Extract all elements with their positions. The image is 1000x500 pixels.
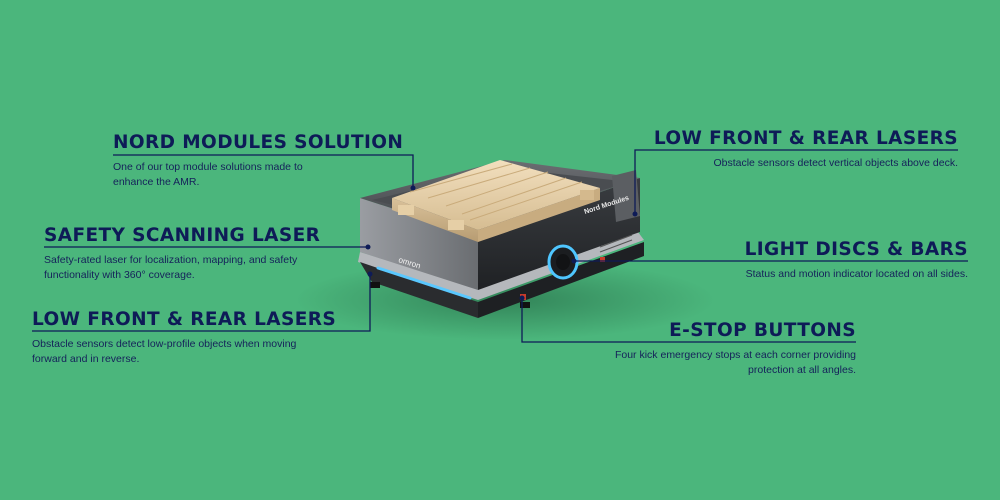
callout-description: Obstacle sensors detect vertical objects…	[713, 157, 958, 169]
side-vent-1	[599, 234, 633, 248]
callout-title: E-STOP BUTTONS	[669, 320, 856, 341]
callout-title: NORD MODULES SOLUTION	[113, 132, 404, 153]
light-disc-center	[556, 254, 570, 270]
leader-low-left	[32, 274, 371, 332]
wheel-front-right	[520, 302, 530, 308]
body-side-face	[478, 178, 640, 290]
leader-low-right	[634, 149, 958, 214]
leader-dots	[365, 185, 638, 301]
callout-title: SAFETY SCANNING LASER	[44, 225, 321, 246]
callout-description: Status and motion indicator located on a…	[745, 268, 968, 280]
callout-title: LOW FRONT & REAR LASERS	[653, 128, 958, 149]
rear-tower	[612, 170, 640, 222]
front-light-bar	[376, 266, 472, 300]
callout-description: Safety-rated laser for localization, map…	[44, 254, 298, 281]
wheel-front-left	[370, 282, 380, 288]
callout-low-lasers-right: LOW FRONT & REAR LASERS Obstacle sensors…	[650, 128, 958, 171]
wooden-pallet	[392, 160, 600, 242]
callout-safety-laser: SAFETY SCANNING LASER Safety-rated laser…	[44, 225, 334, 283]
leader-estop	[521, 298, 856, 343]
callout-nord-modules: NORD MODULES SOLUTION One of our top mod…	[113, 132, 404, 190]
body-front-face	[360, 198, 478, 290]
callout-title: LOW FRONT & REAR LASERS	[32, 309, 337, 330]
base-front-bottom	[360, 262, 478, 318]
callout-title: LIGHT DISCS & BARS	[744, 239, 968, 260]
callout-low-lasers-left: LOW FRONT & REAR LASERS Obstacle sensors…	[32, 309, 337, 367]
callout-estop: E-STOP BUTTONS Four kick emergency stops…	[576, 320, 856, 378]
callout-description: One of our top module solutions made to …	[113, 161, 303, 188]
side-vent-2	[599, 239, 633, 253]
callout-description: Four kick emergency stops at each corner…	[614, 349, 856, 376]
leader-nord	[113, 154, 414, 188]
callout-description: Obstacle sensors detect low-profile obje…	[32, 338, 297, 365]
leader-lines	[32, 149, 968, 343]
estop-button-right	[600, 257, 605, 262]
skirt-band	[358, 232, 644, 300]
callout-light-discs: LIGHT DISCS & BARS Status and motion ind…	[668, 239, 968, 282]
